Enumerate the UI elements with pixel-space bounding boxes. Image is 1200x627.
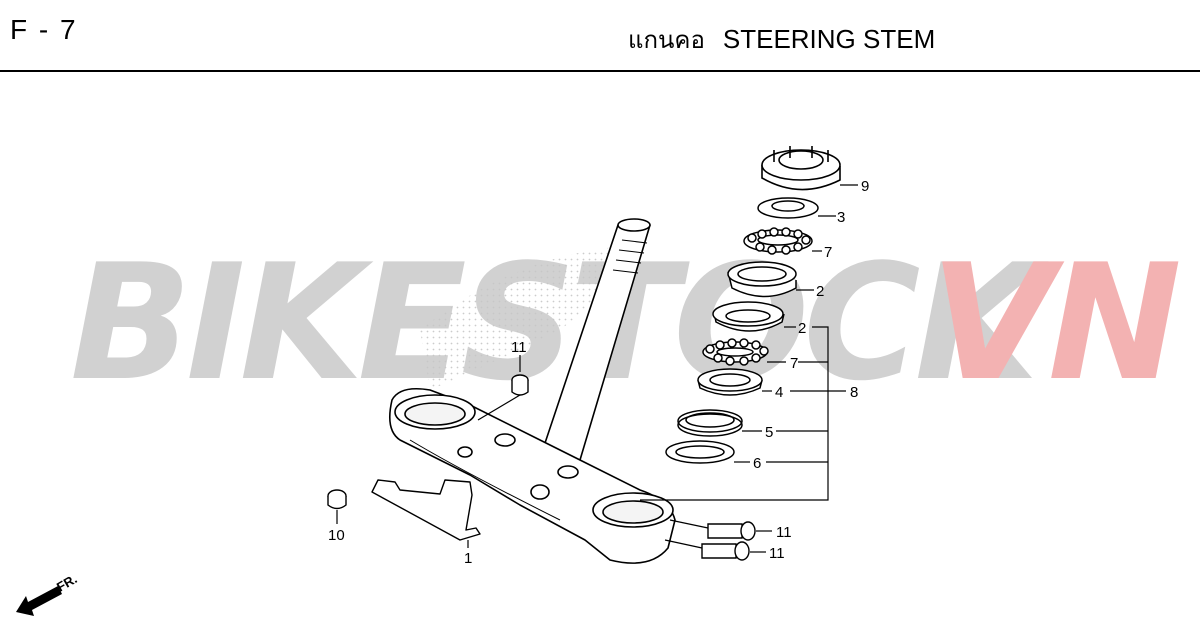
bolt-10 [327,489,347,510]
callout-1: 1 [464,550,472,567]
watermark-text-red: VN [930,229,1179,416]
dust-seal-5 [677,409,743,437]
page-title: แกนคอ STEERING STEM [628,20,935,59]
group-bracket-8 [640,326,846,501]
watermark: BIKESTOCK VN [70,229,1185,416]
race-2-lower [712,301,785,332]
callout-3: 3 [837,209,845,226]
arrow-icon [16,586,62,616]
bolt-11-lower-a [707,521,756,541]
cable-guide-bracket-1 [371,479,481,541]
bolt-11-upper [511,374,529,396]
diagram-code: F - 7 [10,14,78,45]
callout-4: 4 [775,384,783,401]
callout-2-lower: 2 [798,320,806,337]
dust-seal-3 [757,197,819,219]
header-divider [0,70,1200,72]
callout-7-lower: 7 [790,355,798,372]
callout-9: 9 [861,178,869,195]
callout-7-upper: 7 [824,244,832,261]
callout-5: 5 [765,424,773,441]
stem-top [617,218,651,232]
washer-6 [665,440,735,464]
bolt-11-lower-b [701,541,750,561]
race-2-upper [727,261,797,298]
callout-10: 10 [328,527,345,544]
callout-6: 6 [753,455,761,472]
title-english: STEERING STEM [722,24,936,54]
callout-11-lower-b: 11 [769,545,785,562]
seal-4 [697,368,763,396]
lower-bracket-part [389,218,676,564]
callout-8: 8 [850,384,858,401]
bearing-7-upper [743,227,813,255]
title-thai: แกนคอ [628,26,705,54]
callout-11-lower-a: 11 [776,524,792,541]
watermark-wing-logo [420,245,640,390]
front-direction-arrow: FR. [16,571,80,616]
bearing-7-lower [702,338,769,366]
stem-nut-9 [761,146,841,191]
callout-11-upper: 11 [511,339,527,356]
callout-2-upper: 2 [816,283,824,300]
